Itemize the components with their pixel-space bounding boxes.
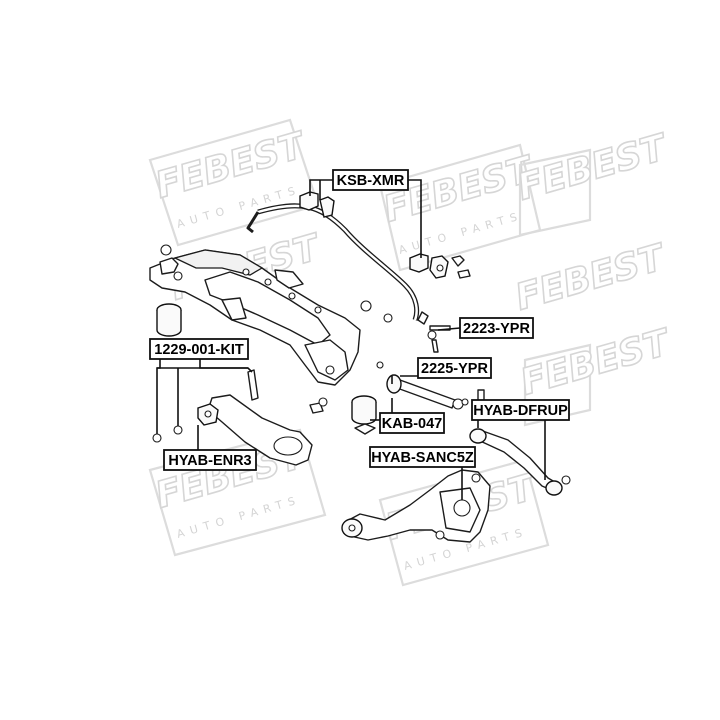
- watermark-brand-lower-right: FEBEST: [516, 322, 675, 404]
- callout-2223-ypr[interactable]: 2223-YPR: [459, 317, 534, 339]
- lower-control-arm: [197, 394, 313, 466]
- callout-kab-047-text: KAB-047: [382, 416, 442, 432]
- callout-hyab-enr3[interactable]: HYAB-ENR3: [163, 449, 257, 471]
- cam-bolt-kit: [152, 369, 328, 443]
- callout-2225-ypr[interactable]: 2225-YPR: [417, 357, 492, 379]
- watermark-logo-left: FEBEST AUTO PARTS: [148, 118, 320, 247]
- stabilizer-link: [383, 311, 451, 353]
- subframe-bushing-center: [351, 300, 384, 435]
- stabilizer-bushing-left: [299, 191, 335, 218]
- rear-knuckle: [341, 469, 491, 543]
- callout-hyab-dfrup-text: HYAB-DFRUP: [473, 403, 568, 419]
- callout-1229-001-kit[interactable]: 1229-001-KIT: [149, 338, 249, 360]
- callout-ksb-xmr-text: KSB-XMR: [337, 173, 405, 189]
- subframe-bushing-left: [156, 244, 182, 337]
- upper-control-arm: [469, 428, 571, 496]
- watermark-logo-mid-right: FEBEST: [510, 236, 671, 319]
- rear-subframe: [149, 249, 361, 386]
- watermark-logo-center: FEBEST AUTO PARTS: [378, 143, 542, 272]
- lateral-link: [386, 374, 485, 410]
- callout-2225-ypr-text: 2225-YPR: [421, 361, 488, 377]
- callout-hyab-sanc5z-text: HYAB-SANC5Z: [371, 450, 474, 466]
- callout-kab-047[interactable]: KAB-047: [379, 412, 445, 434]
- watermark-brand-mid-right: FEBEST: [511, 237, 670, 319]
- callout-hyab-dfrup[interactable]: HYAB-DFRUP: [471, 399, 570, 421]
- stabilizer-bushing-right: [409, 253, 471, 279]
- callout-1229-001-kit-text: 1229-001-KIT: [154, 342, 244, 358]
- callout-hyab-sanc5z[interactable]: HYAB-SANC5Z: [369, 446, 476, 468]
- callout-2223-ypr-text: 2223-YPR: [463, 321, 530, 337]
- callout-hyab-enr3-text: HYAB-ENR3: [168, 453, 251, 469]
- watermark-brand-right: FEBEST: [513, 127, 672, 209]
- leader-lines: [156, 179, 546, 500]
- callout-ksb-xmr[interactable]: KSB-XMR: [332, 169, 409, 191]
